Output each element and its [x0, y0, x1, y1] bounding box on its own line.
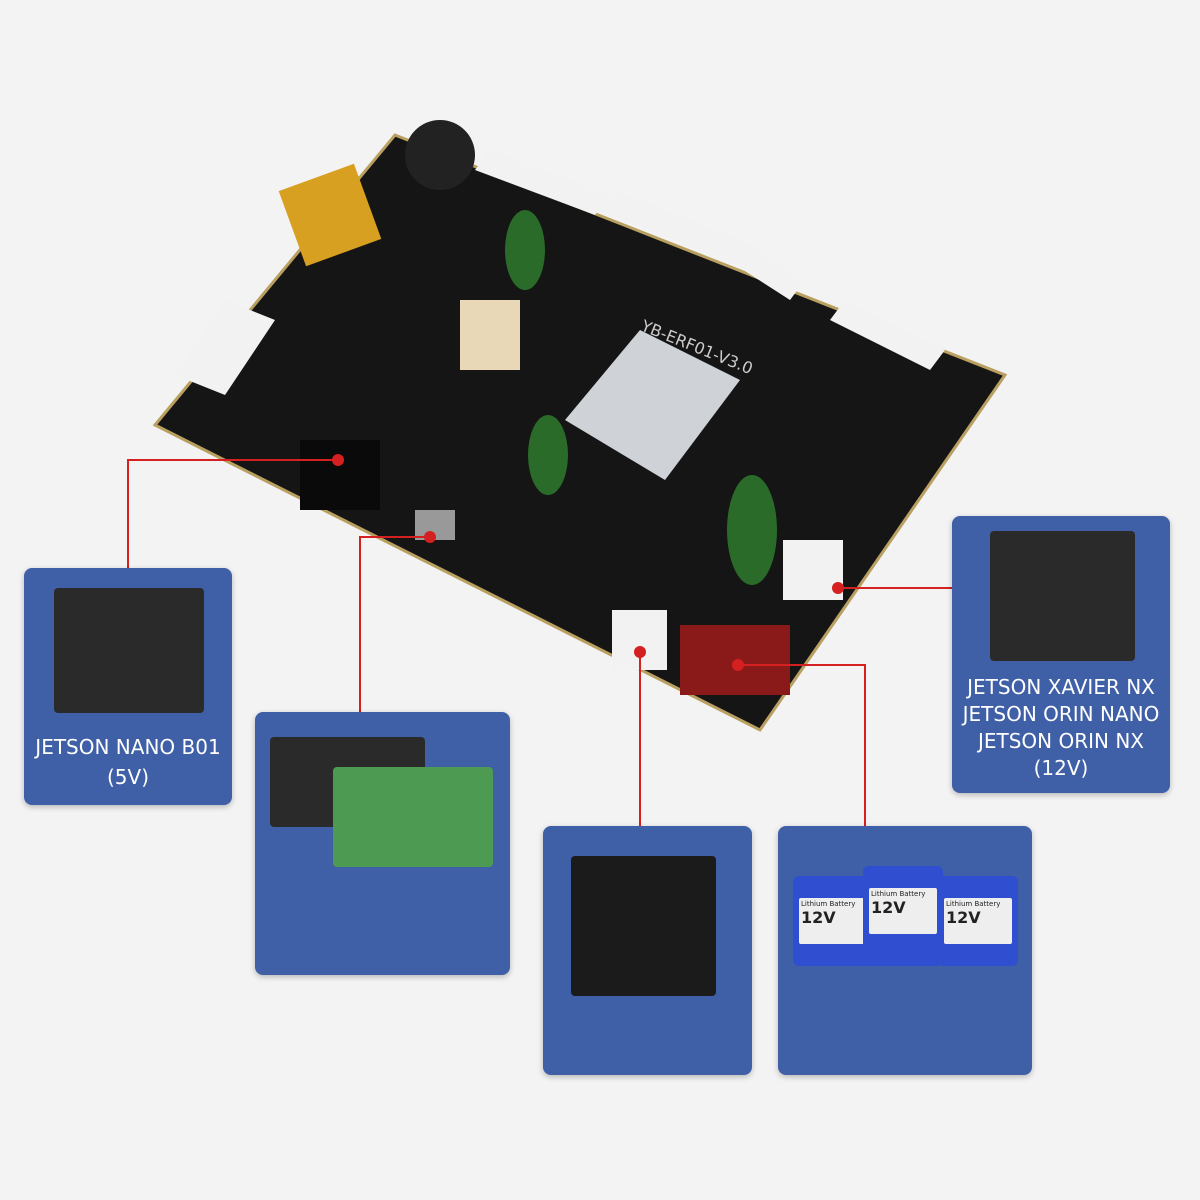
- jetson-nano-voltage: (5V): [106, 765, 149, 789]
- dc-jack: [300, 440, 380, 510]
- panel-jetson-12v: JETSON XAVIER NX JETSON ORIN NANO JETSON…: [952, 516, 1170, 793]
- jetson-12v-line2: JETSON ORIN NANO: [962, 702, 1160, 726]
- panel-jetson-nano: JETSON NANO B01 (5V): [24, 568, 232, 805]
- connectors: [175, 150, 945, 670]
- expansion-board-image: [571, 856, 716, 996]
- callout-lines: [127, 459, 952, 826]
- raspberry-pi-image: [333, 767, 493, 867]
- jetson-12v-line3: JETSON ORIN NX: [977, 729, 1145, 753]
- callout-dots: [332, 454, 844, 671]
- jetson-nano-label: JETSON NANO B01: [35, 735, 221, 759]
- panel-expansion-board: [543, 826, 752, 1075]
- heatsink: [565, 330, 740, 480]
- capacitors: [505, 210, 777, 585]
- jetson-12v-line1: JETSON XAVIER NX: [967, 675, 1155, 699]
- jetson-nano-image: [54, 588, 204, 713]
- gpio-pins: [278, 163, 382, 267]
- pcb-board: [152, 133, 1008, 732]
- panel-raspberry-pi: [255, 712, 510, 975]
- jetson-xavier-image: [990, 531, 1135, 661]
- jetson-12v-voltage: (12V): [1033, 756, 1089, 780]
- buzzer: [405, 120, 475, 190]
